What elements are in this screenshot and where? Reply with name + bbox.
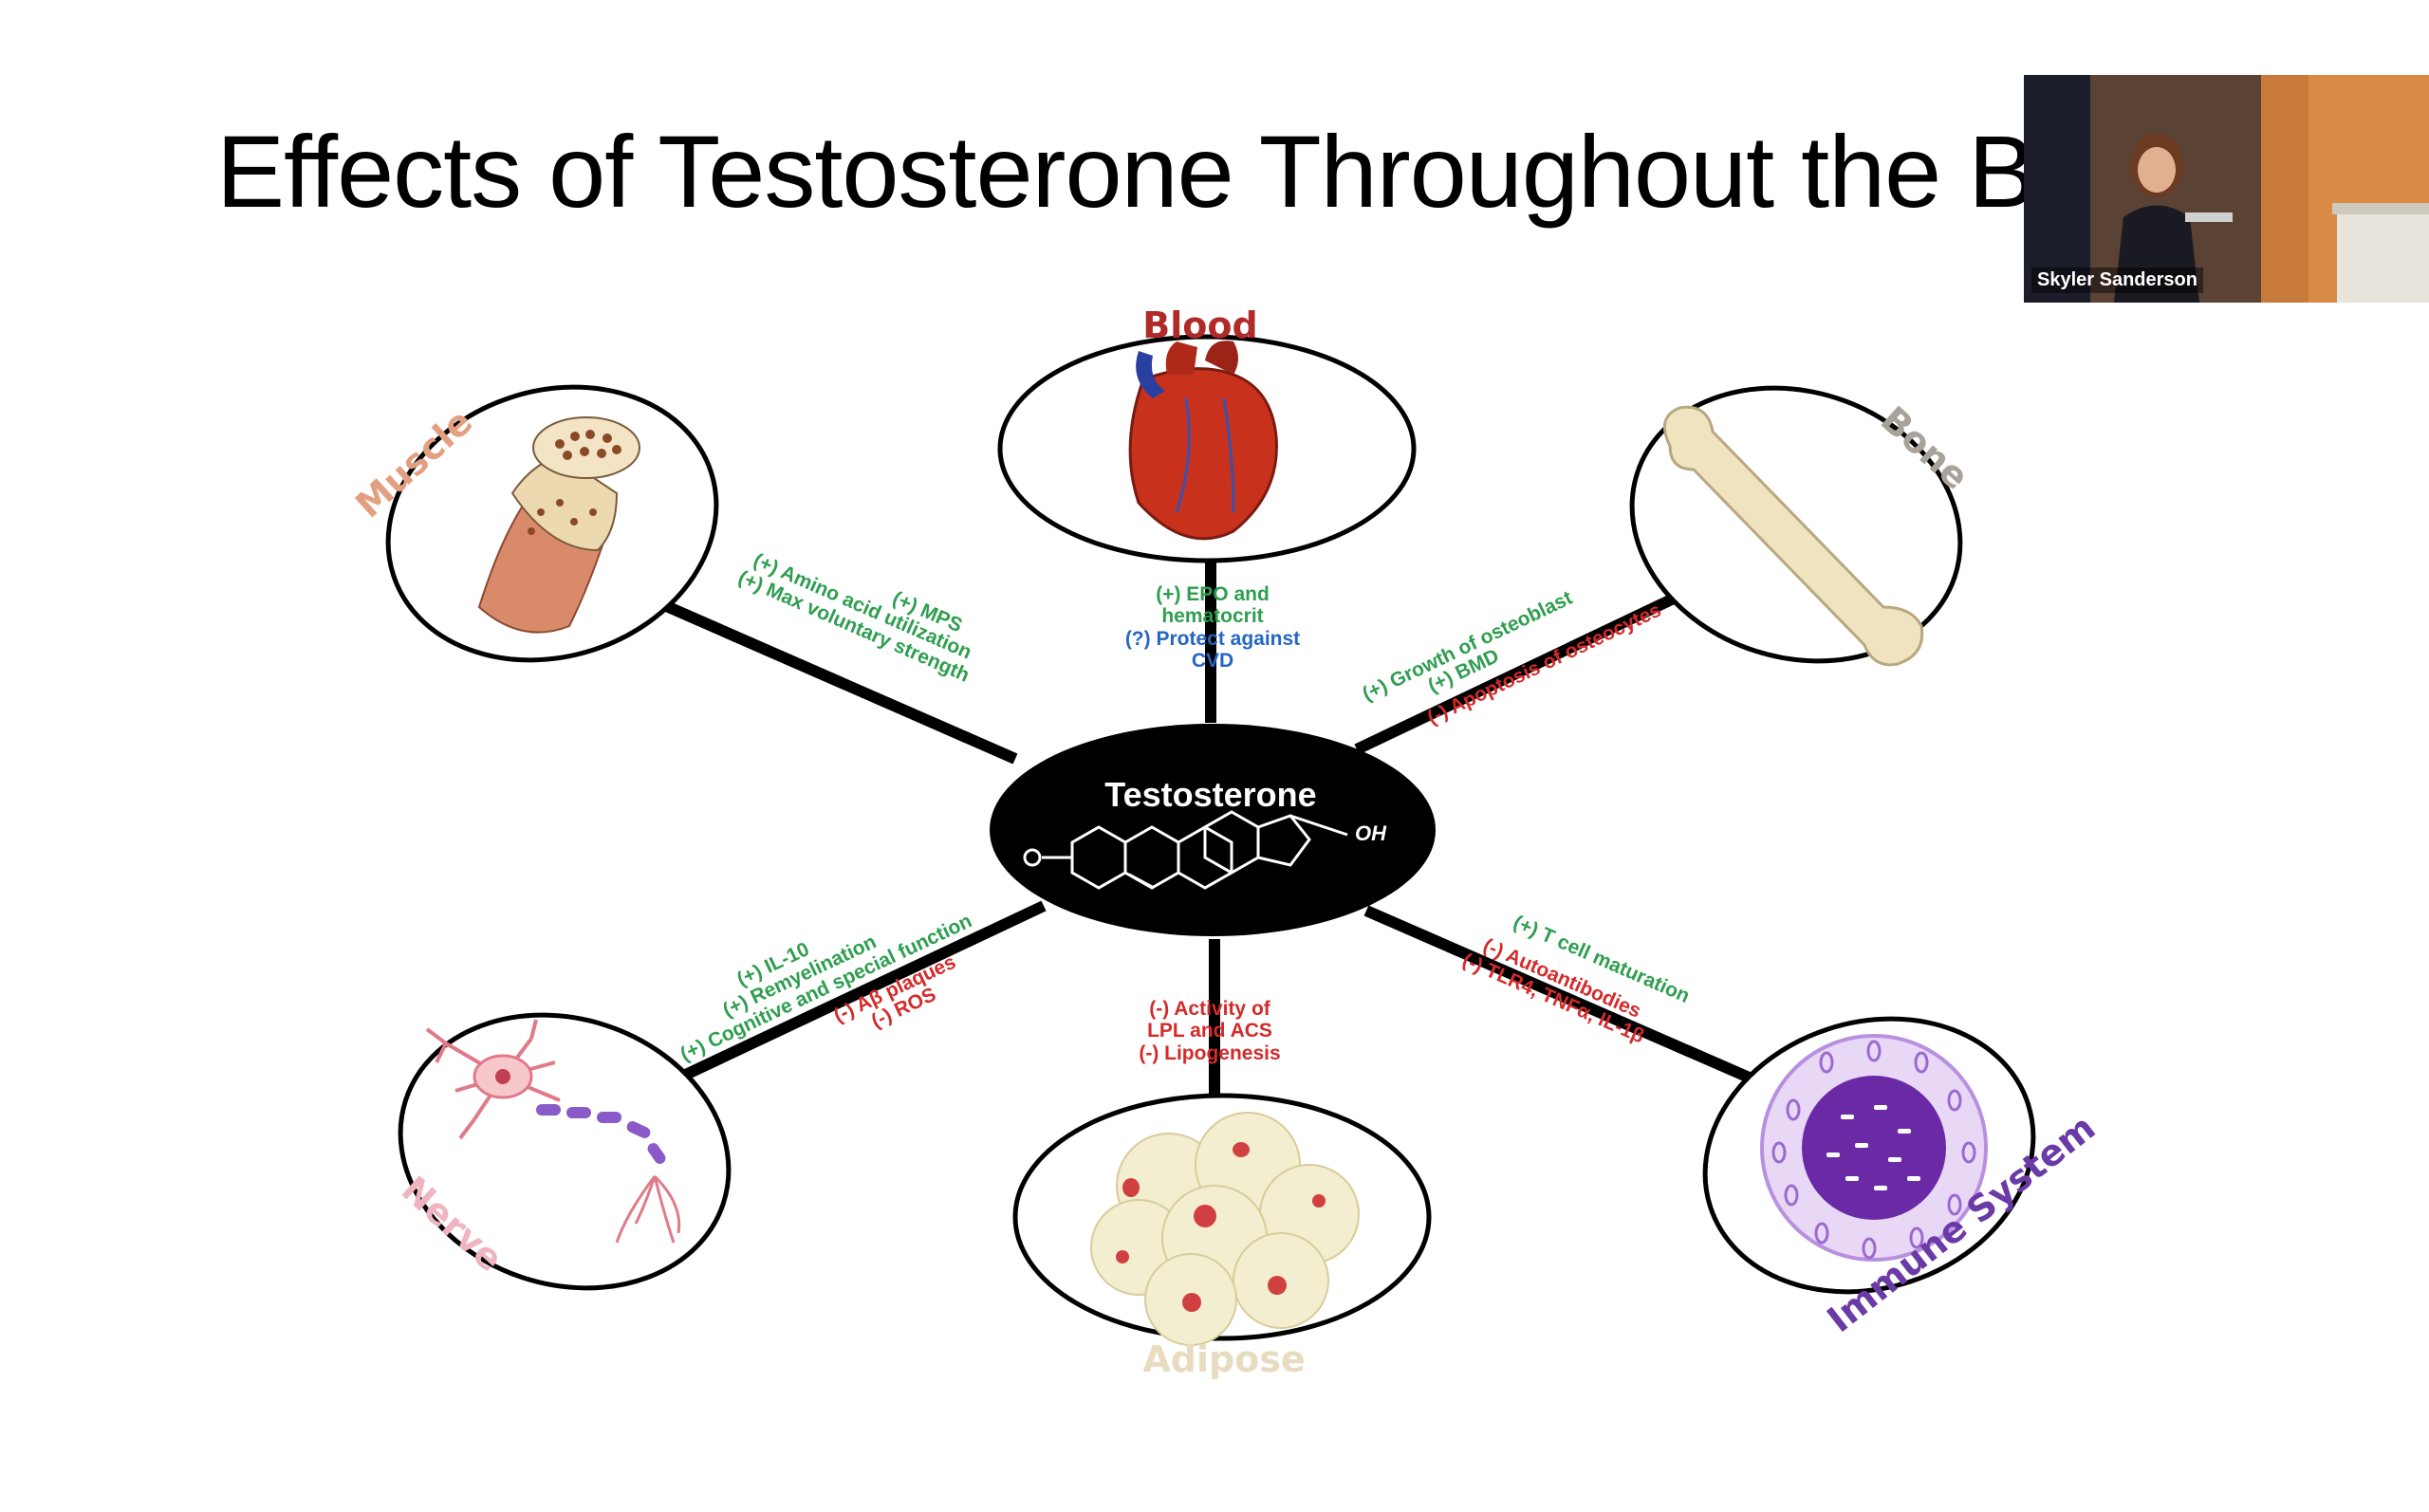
blood-effect-2: hematocrit xyxy=(1161,605,1263,627)
adipose-effects: (-) Activity of LPL and ACS (-) Lipogene… xyxy=(1139,998,1280,1064)
blood-effect-1: (+) EPO and xyxy=(1156,583,1270,605)
blood-effect-3: (?) Protect against xyxy=(1125,628,1300,650)
testosterone-label: Testosterone xyxy=(1104,775,1316,814)
blood-effect-4: CVD xyxy=(1192,650,1233,672)
muscle-effects: (+) MPS (+) Amino acid utilization (+) M… xyxy=(735,549,975,687)
bone-effect-1: (+) Growth of osteoblast xyxy=(1359,587,1575,706)
testosterone-molecule xyxy=(1042,810,1348,890)
immune-cell-illustration xyxy=(1760,1034,1988,1262)
participant-name: Skyler Sanderson xyxy=(2031,267,2203,293)
nerve-illustration xyxy=(425,1019,681,1244)
adipose-effect-3: (-) Lipogenesis xyxy=(1139,1042,1280,1064)
muscle-illustration xyxy=(477,416,640,634)
adipose-illustration xyxy=(1090,1112,1360,1346)
oh-group-label: OH xyxy=(1355,821,1387,845)
spoke-immune xyxy=(1363,905,1756,1085)
nerve-ellipse xyxy=(398,1012,732,1291)
presenter-video-frame xyxy=(2024,75,2429,303)
organ-label-adipose: Adipose xyxy=(1142,1338,1305,1380)
spoke-bone xyxy=(1354,590,1682,755)
adipose-effect-1: (-) Activity of xyxy=(1149,998,1271,1020)
organ-label-blood: Blood xyxy=(1142,304,1257,346)
bone-illustration xyxy=(1662,405,1924,667)
heart-illustration xyxy=(1128,341,1278,541)
spoke-muscle xyxy=(661,599,1018,765)
presenter-video-tile[interactable]: Skyler Sanderson xyxy=(2024,75,2429,303)
nerve-effects: (+) IL-10 (+) Remyelination (+) Cognitiv… xyxy=(677,910,974,1065)
spoke-nerve xyxy=(673,900,1047,1085)
slide-title: Effects of Testosterone Throughout the B xyxy=(216,114,2036,229)
blood-effects: (+) EPO and hematocrit (?) Protect again… xyxy=(1125,583,1300,672)
adipose-effect-2: LPL and ACS xyxy=(1147,1020,1272,1042)
oxygen-atom xyxy=(1023,848,1042,867)
connector-lines xyxy=(661,560,1756,1119)
